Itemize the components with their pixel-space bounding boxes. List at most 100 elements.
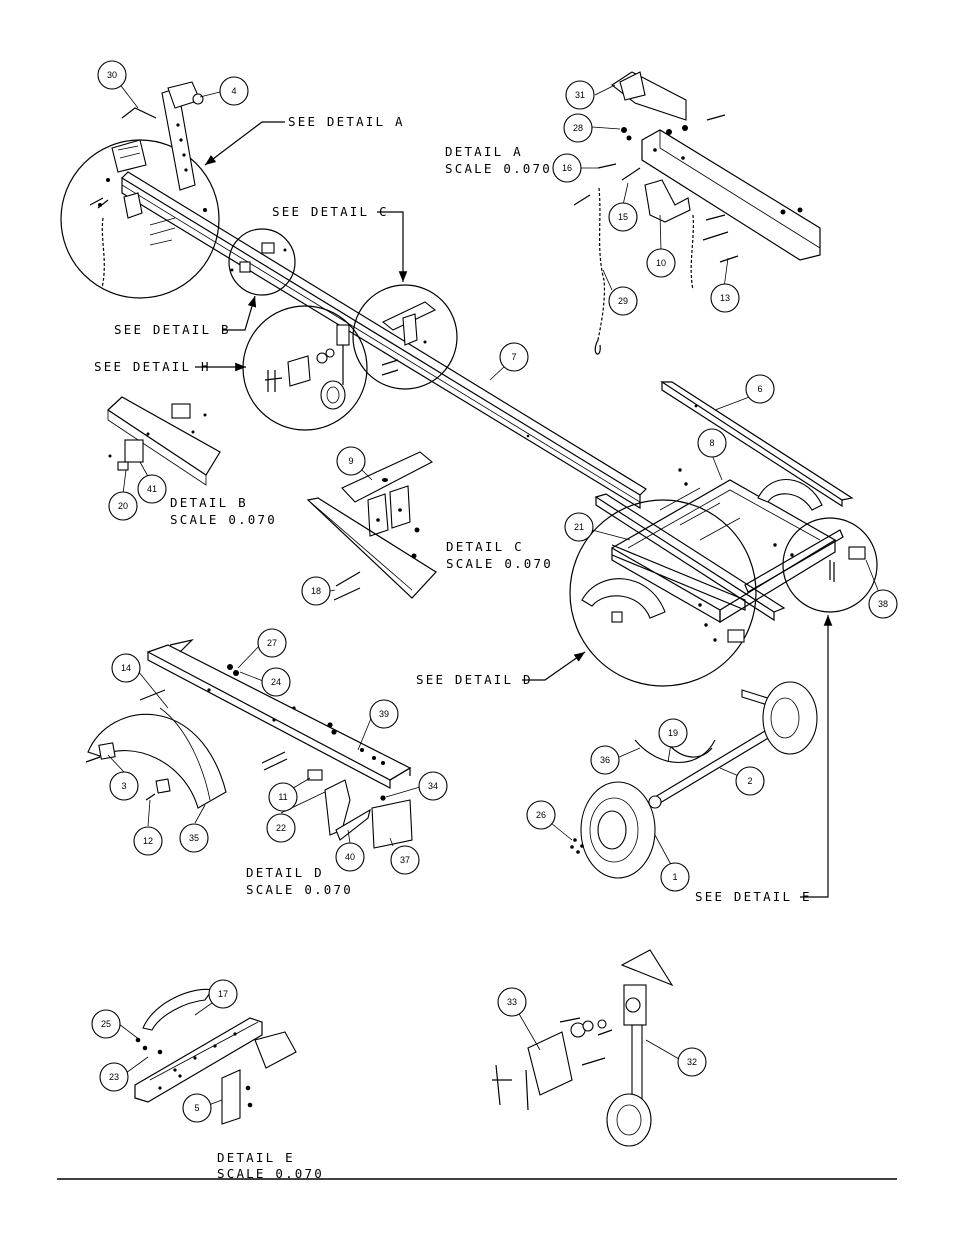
balloon-32: 32: [677, 1047, 707, 1077]
detail-a-title: DETAIL A: [445, 144, 523, 159]
detail-c-zoom-circle: [352, 284, 458, 390]
balloon-2: 2: [735, 766, 765, 796]
text-labels: SEE DETAIL A SEE DETAIL C SEE DETAIL B S…: [94, 114, 812, 1181]
balloon-39: 39: [369, 699, 399, 729]
light-41: [124, 439, 144, 463]
balloon-41: 41: [137, 474, 167, 504]
svg-text:9: 9: [348, 456, 353, 466]
see-detail-d-label: SEE DETAIL D: [416, 672, 533, 687]
svg-text:26: 26: [536, 810, 546, 820]
detail-e: [134, 988, 297, 1125]
balloon-12: 12: [133, 826, 163, 856]
svg-text:23: 23: [109, 1072, 119, 1082]
svg-text:29: 29: [618, 296, 628, 306]
see-detail-c-label: SEE DETAIL C: [272, 204, 389, 219]
axle-wheel-assembly: [570, 681, 818, 879]
detail-h-preview: [264, 324, 350, 410]
detail-b: [107, 396, 221, 486]
balloon-25: 25: [91, 1009, 121, 1039]
detail-h: [492, 949, 674, 1147]
detail-c: [306, 451, 437, 601]
balloon-14: 14: [111, 653, 141, 683]
balloon-3: 3: [109, 771, 139, 801]
swing-jack-32: [631, 1024, 643, 1104]
svg-text:5: 5: [194, 1103, 199, 1113]
balloon-29: 29: [608, 286, 638, 316]
main-assembly: [60, 81, 878, 879]
balloon-20: 20: [108, 491, 138, 521]
tongue-beam: [121, 171, 647, 510]
balloon-17: 17: [208, 979, 238, 1009]
svg-text:22: 22: [276, 823, 286, 833]
svg-text:20: 20: [118, 501, 128, 511]
light-e: [254, 1031, 297, 1069]
balloon-28: 28: [563, 113, 593, 143]
svg-text:7: 7: [511, 352, 516, 362]
balloon-16: 16: [552, 153, 582, 183]
axle-frame: [581, 381, 866, 643]
detail-b-preview: [230, 242, 287, 273]
balloon-23: 23: [99, 1062, 129, 1092]
balloon-9: 9: [336, 446, 366, 476]
cross-bar-9: [341, 451, 433, 503]
svg-text:15: 15: [618, 212, 628, 222]
detail-a-scale: SCALE 0.070: [445, 161, 552, 176]
svg-text:2: 2: [747, 776, 752, 786]
jack-post: [161, 81, 204, 191]
balloon-30: 30: [97, 60, 127, 90]
svg-text:28: 28: [573, 123, 583, 133]
svg-text:31: 31: [575, 90, 585, 100]
balloon-37: 37: [390, 845, 420, 875]
svg-text:34: 34: [428, 781, 438, 791]
balloon-19: 19: [658, 718, 688, 748]
detail-d-zoom-circle: [569, 499, 757, 687]
coupler-assembly: [89, 139, 207, 289]
balloon-35: 35: [179, 823, 209, 853]
svg-text:33: 33: [507, 997, 517, 1007]
svg-text:17: 17: [218, 989, 228, 999]
balloon-1: 1: [660, 862, 690, 892]
plate-5: [221, 1069, 241, 1125]
balloon-21: 21: [564, 512, 594, 542]
svg-text:19: 19: [668, 728, 678, 738]
balloon-4: 4: [219, 76, 249, 106]
svg-text:6: 6: [757, 384, 762, 394]
balloon-6: 6: [745, 374, 775, 404]
plate-40: [335, 808, 371, 841]
see-detail-b-label: SEE DETAIL B: [114, 322, 231, 337]
svg-text:27: 27: [267, 638, 277, 648]
balloon-36: 36: [590, 745, 620, 775]
detail-h-title: DETAIL H: [495, 1176, 573, 1191]
detail-c-preview: [381, 301, 437, 376]
balloon-13: 13: [710, 283, 740, 313]
balloon-10: 10: [646, 248, 676, 278]
light-37: [371, 799, 413, 849]
svg-text:32: 32: [687, 1057, 697, 1067]
balloon-34: 34: [418, 771, 448, 801]
detail-c-title: DETAIL C: [446, 539, 524, 554]
svg-text:25: 25: [101, 1019, 111, 1029]
balloon-7: 7: [499, 342, 529, 372]
callout-arrows: [195, 121, 833, 898]
balloon-24: 24: [261, 667, 291, 697]
svg-text:24: 24: [271, 677, 281, 687]
svg-text:14: 14: [121, 663, 131, 673]
bracket-10: [644, 179, 691, 223]
svg-text:13: 13: [720, 293, 730, 303]
svg-text:12: 12: [143, 836, 153, 846]
balloon-22: 22: [266, 813, 296, 843]
svg-text:37: 37: [400, 855, 410, 865]
balloon-33: 33: [497, 987, 527, 1017]
balloon-26: 26: [526, 800, 556, 830]
balloon-15: 15: [608, 202, 638, 232]
handle-30: [121, 107, 157, 119]
svg-text:35: 35: [189, 833, 199, 843]
detail-b-scale: SCALE 0.070: [170, 512, 277, 527]
svg-text:11: 11: [278, 792, 287, 802]
detail-e-scale: SCALE 0.070: [217, 1166, 324, 1181]
svg-text:39: 39: [379, 709, 389, 719]
see-detail-e-label: SEE DETAIL E: [695, 889, 812, 904]
detail-c-scale: SCALE 0.070: [446, 556, 553, 571]
svg-text:21: 21: [574, 522, 584, 532]
